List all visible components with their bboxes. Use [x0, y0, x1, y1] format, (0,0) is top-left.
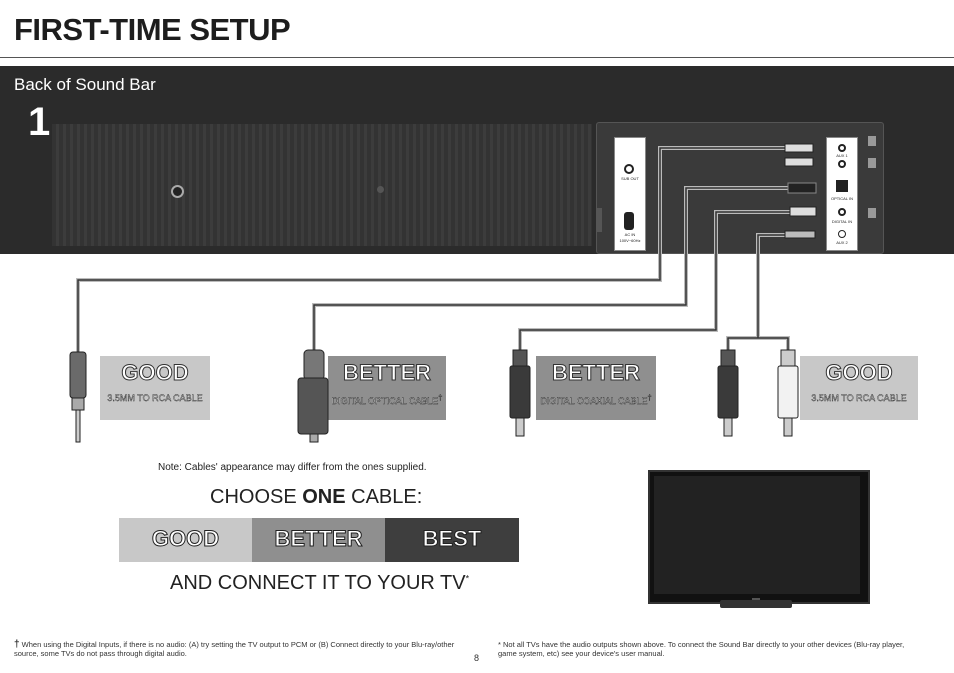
cable-card-aux1: GOOD 3.5MM TO RCA CABLE [100, 356, 210, 420]
dagger-mark: † [647, 393, 652, 402]
plug-rca-white-icon [777, 349, 799, 437]
optical-in-label: OPTICAL IN [830, 196, 854, 201]
cable-card-coax: BETTER DIGITAL COAXIAL CABLE† [536, 356, 656, 420]
aux2-label: AUX 2 [836, 240, 848, 245]
step-number: 1 [28, 100, 51, 144]
cable-rating: BETTER [552, 360, 641, 386]
ac-in-spec: 100V~60Hz [619, 238, 641, 243]
power-sub-port-box: SUB OUT AC IN 100V~60Hz [614, 137, 646, 251]
tv-stand [720, 600, 792, 608]
plug-optical [787, 182, 817, 194]
digital-in-jack [838, 208, 846, 216]
scale-better: BETTER [252, 518, 385, 562]
cable-rating: GOOD [825, 360, 893, 386]
aux1-label: AUX 1 [836, 153, 848, 158]
panel-screw [868, 158, 876, 168]
dagger-mark: † [438, 393, 443, 402]
sub-out-label: SUB OUT [621, 176, 639, 181]
panel-screw [868, 136, 876, 146]
optical-in-port [836, 180, 848, 192]
cable-name: 3.5MM TO RCA CABLE [811, 393, 907, 403]
aux2-jack [838, 230, 846, 238]
panel-screw [868, 208, 876, 218]
plug-rca-black-icon [717, 349, 739, 437]
dagger-symbol: † [14, 639, 20, 650]
audio-port-box: AUX 1 OPTICAL IN DIGITAL IN AUX 2 [826, 137, 858, 251]
choose-emphasis: ONE [302, 486, 346, 508]
scale-good: GOOD [119, 518, 252, 562]
footnote-star: * Not all TVs have the audio outputs sho… [498, 640, 905, 658]
soundbar-mount-hole-left [171, 185, 184, 198]
plug-coax-icon [509, 349, 531, 437]
plug-coax [789, 206, 817, 217]
cable-card-aux2: GOOD 3.5MM TO RCA CABLE [800, 356, 918, 420]
scale-best: BEST [385, 518, 519, 562]
aux1-jack-2 [838, 160, 846, 168]
digital-in-label: DIGITAL IN [831, 219, 853, 224]
plug-aux2 [784, 230, 816, 239]
plug-optical-icon [297, 349, 329, 443]
star-symbol: * [498, 640, 501, 649]
title-divider [0, 57, 954, 58]
plug-35mm-icon [69, 351, 87, 443]
page-title: FIRST-TIME SETUP [14, 12, 291, 47]
choose-heading: CHOOSE ONE CABLE: [210, 486, 423, 508]
plug-aux1-b [784, 157, 814, 167]
ac-in-label: AC IN [624, 232, 636, 237]
cable-name: DIGITAL OPTICAL CABLE† [331, 393, 443, 406]
tv-screen [654, 476, 860, 594]
cable-name: 3.5MM TO RCA CABLE [107, 393, 203, 403]
footnote-dagger: † When using the Digital Inputs, if ther… [14, 639, 455, 659]
cable-note: Note: Cables' appearance may differ from… [158, 462, 427, 473]
cable-rating: GOOD [121, 360, 189, 386]
ac-in-socket [624, 212, 634, 230]
panel-screw [596, 208, 602, 232]
page-number: 8 [474, 653, 480, 663]
sub-out-jack [624, 164, 634, 174]
aux1-jack [838, 144, 846, 152]
plug-aux1 [784, 143, 814, 153]
section-label: Back of Sound Bar [14, 75, 156, 94]
cable-name: DIGITAL COAXIAL CABLE† [540, 393, 652, 406]
soundbar-vent [52, 124, 592, 246]
cable-card-optical: BETTER DIGITAL OPTICAL CABLE† [328, 356, 446, 420]
connect-heading: AND CONNECT IT TO YOUR TV* [170, 572, 470, 594]
cable-rating: BETTER [343, 360, 432, 386]
soundbar-mount-hole-right [377, 186, 384, 193]
star-mark: * [465, 573, 470, 584]
